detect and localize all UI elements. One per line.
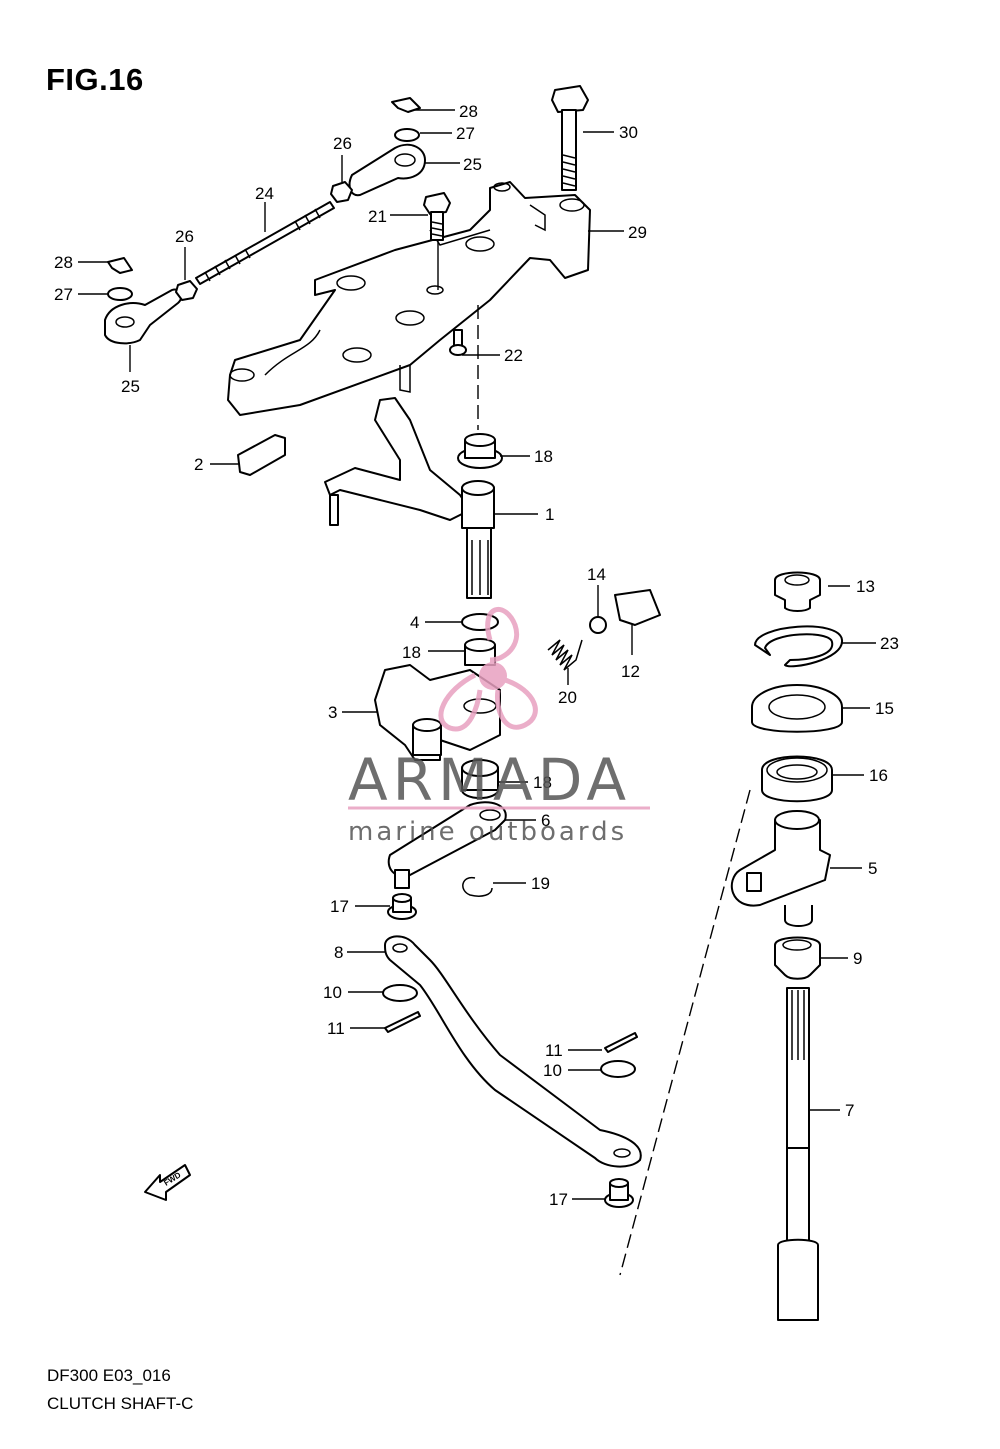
washer-10-right xyxy=(600,1060,636,1078)
bracket-29 xyxy=(227,181,591,416)
nut-26-upper xyxy=(330,181,353,203)
leader-lines xyxy=(78,109,876,1200)
callout-22: 22 xyxy=(504,346,523,365)
watermark: ARMADA marine outboards xyxy=(348,606,650,847)
callout-17-upper: 17 xyxy=(330,897,349,916)
link-rod-8 xyxy=(384,935,642,1168)
callout-28: 28 xyxy=(459,102,478,121)
bushing-9 xyxy=(774,936,821,980)
callout-25-lower: 25 xyxy=(121,377,140,396)
plug-13 xyxy=(774,571,821,612)
bushing-17-lower xyxy=(604,1178,634,1208)
callout-11-right: 11 xyxy=(545,1041,563,1060)
callout-3: 3 xyxy=(328,703,337,722)
clip-2 xyxy=(237,434,286,476)
callout-25: 25 xyxy=(463,155,482,174)
bushing-18-middle xyxy=(464,638,496,666)
callout-27: 27 xyxy=(456,124,475,143)
lever-5 xyxy=(730,810,831,927)
callout-14: 14 xyxy=(587,565,606,584)
bracket-3 xyxy=(374,664,501,761)
e-ring-19 xyxy=(462,876,493,897)
callout-labels: 28 27 25 26 30 21 24 29 28 27 26 25 22 2… xyxy=(54,102,899,1209)
bolt-30 xyxy=(551,85,589,191)
callout-13: 13 xyxy=(856,577,875,596)
callout-28-lower: 28 xyxy=(54,253,73,272)
callout-16: 16 xyxy=(869,766,888,785)
section-name: CLUTCH SHAFT-C xyxy=(47,1394,194,1413)
callout-26-lower: 26 xyxy=(175,227,194,246)
model-code: DF300 E03_016 xyxy=(47,1366,171,1385)
washer-10-left xyxy=(382,984,418,1002)
bearing-15 xyxy=(751,684,843,733)
fwd-direction-arrow: FWD xyxy=(144,1164,191,1201)
callout-4: 4 xyxy=(410,613,419,632)
callout-24: 24 xyxy=(255,184,274,203)
clip-28-lower xyxy=(107,257,133,274)
clutch-shaft-7 xyxy=(777,987,819,1321)
bolt-21 xyxy=(423,192,451,241)
seal-16 xyxy=(761,755,833,803)
callout-18-middle: 18 xyxy=(402,643,421,662)
callout-6: 6 xyxy=(541,811,550,830)
clip-28-upper xyxy=(391,97,421,113)
bushing-18-lower xyxy=(461,759,499,799)
washer-27-lower xyxy=(107,287,133,301)
callout-11-left: 11 xyxy=(327,1019,345,1038)
callout-30: 30 xyxy=(619,123,638,142)
callout-1: 1 xyxy=(545,505,554,524)
nut-26-lower xyxy=(175,280,198,301)
callout-2: 2 xyxy=(194,455,203,474)
lever-6 xyxy=(387,801,507,889)
sleeve-12 xyxy=(614,589,661,626)
callout-5: 5 xyxy=(868,859,877,878)
washer-4 xyxy=(461,613,499,631)
ball-14 xyxy=(589,616,607,634)
cotter-pin-11-left xyxy=(384,1011,421,1033)
circlip-23 xyxy=(754,625,844,668)
callout-12: 12 xyxy=(621,662,640,681)
spring-20 xyxy=(547,639,583,671)
callout-19: 19 xyxy=(531,874,550,893)
watermark-tagline: marine outboards xyxy=(348,817,627,847)
screw-22 xyxy=(449,329,467,356)
callout-15: 15 xyxy=(875,699,894,718)
watermark-brand: ARMADA xyxy=(348,746,631,814)
callout-23: 23 xyxy=(880,634,899,653)
callout-8: 8 xyxy=(334,943,343,962)
callout-10-right: 10 xyxy=(543,1061,562,1080)
callout-29: 29 xyxy=(628,223,647,242)
callout-18-lower: 18 xyxy=(533,773,552,792)
callout-20: 20 xyxy=(558,688,577,707)
callout-17-lower: 17 xyxy=(549,1190,568,1209)
callout-21: 21 xyxy=(368,207,387,226)
callout-10-left: 10 xyxy=(323,983,342,1002)
figure-title: FIG.16 xyxy=(46,62,144,97)
propeller-logo xyxy=(438,606,538,732)
bushing-18-top xyxy=(457,433,503,469)
callout-27-lower: 27 xyxy=(54,285,73,304)
cotter-pin-11-right xyxy=(604,1032,638,1053)
shift-lever-1 xyxy=(324,397,495,599)
washer-27-upper xyxy=(394,128,420,142)
ball-joint-25-upper xyxy=(348,143,426,197)
rod-24 xyxy=(195,201,335,285)
callout-7: 7 xyxy=(845,1101,854,1120)
callout-9: 9 xyxy=(853,949,862,968)
callout-26: 26 xyxy=(333,134,352,153)
bushing-17-upper xyxy=(387,893,417,920)
callout-18-top: 18 xyxy=(534,447,553,466)
